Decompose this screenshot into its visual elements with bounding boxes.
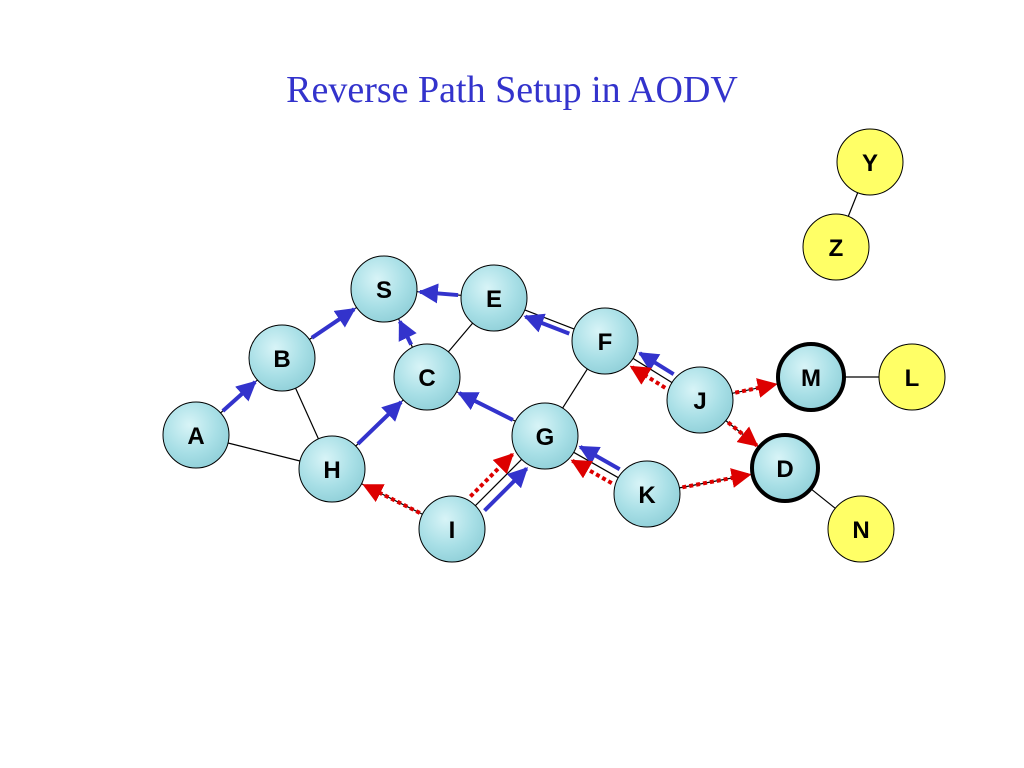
- node-a-circle: [162, 401, 230, 469]
- reverse-arrows-layer: [362, 365, 778, 515]
- node-b: B: [248, 324, 316, 392]
- node-h: H: [298, 435, 366, 503]
- forward-arrow-g-to-c: [457, 391, 514, 422]
- node-j-circle: [666, 366, 734, 434]
- node-k-label: K: [638, 482, 656, 509]
- link-e-c: [447, 322, 474, 353]
- link-b-h: [295, 387, 319, 440]
- node-b-label: B: [273, 346, 290, 373]
- node-i-circle: [418, 495, 486, 563]
- node-n-label: N: [852, 517, 869, 544]
- reverse-arrow-j-to-f: [629, 365, 667, 390]
- node-k-circle: [613, 460, 681, 528]
- node-c-circle: [393, 343, 461, 411]
- forward-arrow-i-to-g: [483, 467, 529, 513]
- node-g-circle: [511, 402, 579, 470]
- node-m-label: M: [801, 365, 821, 392]
- link-e-f: [524, 309, 575, 330]
- node-s: S: [350, 255, 418, 323]
- node-a: A: [162, 401, 230, 469]
- node-i: I: [418, 495, 486, 563]
- link-d-n: [810, 488, 836, 509]
- forward-arrow-b-to-s: [310, 307, 356, 340]
- node-g-label: G: [536, 424, 555, 451]
- forward-arrow-k-to-g: [578, 445, 621, 471]
- node-d: D: [750, 433, 820, 503]
- forward-arrow-j-to-f: [638, 351, 675, 376]
- reverse-arrow-k-to-g: [570, 459, 613, 485]
- forward-arrow-e-to-s: [417, 283, 459, 304]
- node-d-label: D: [776, 456, 793, 483]
- node-l-circle: [878, 343, 946, 411]
- node-i-label: I: [449, 517, 456, 544]
- node-y-circle: [836, 128, 904, 196]
- node-y-label: Y: [862, 150, 878, 177]
- node-j: J: [666, 366, 734, 434]
- nodes-layer: S E B C F A H G J I K M D L N Y Z: [162, 128, 946, 563]
- forward-arrow-h-to-c: [356, 400, 403, 446]
- forward-arrow-c-to-s: [398, 319, 417, 346]
- node-e-label: E: [486, 286, 502, 313]
- node-z: Z: [802, 213, 870, 281]
- node-h-label: H: [323, 457, 340, 484]
- reverse-arrow-i-to-h: [362, 483, 421, 515]
- node-d-circle: [750, 433, 820, 503]
- link-i-g: [474, 458, 523, 507]
- node-f-circle: [571, 307, 639, 375]
- node-g: G: [511, 402, 579, 470]
- node-f-label: F: [598, 329, 613, 356]
- slide-title: Reverse Path Setup in AODV: [286, 69, 738, 111]
- link-f-g: [562, 368, 588, 409]
- node-b-circle: [248, 324, 316, 392]
- link-y-z: [847, 192, 859, 217]
- node-z-label: Z: [829, 235, 844, 262]
- node-s-label: S: [376, 277, 392, 304]
- node-c: C: [393, 343, 461, 411]
- node-s-circle: [350, 255, 418, 323]
- link-a-h: [227, 442, 301, 462]
- node-k: K: [613, 460, 681, 528]
- node-n: N: [827, 495, 895, 563]
- node-l: L: [878, 343, 946, 411]
- node-n-circle: [827, 495, 895, 563]
- node-j-label: J: [693, 388, 706, 415]
- node-e-circle: [460, 264, 528, 332]
- node-z-circle: [802, 213, 870, 281]
- node-h-circle: [298, 435, 366, 503]
- node-e: E: [460, 264, 528, 332]
- node-c-label: C: [418, 365, 435, 392]
- reverse-arrow-j-to-d: [726, 420, 759, 448]
- node-a-label: A: [187, 423, 204, 450]
- node-m-circle: [776, 342, 846, 412]
- reverse-arrow-i-to-g: [468, 452, 514, 498]
- node-l-label: L: [905, 365, 920, 392]
- node-y: Y: [836, 128, 904, 196]
- forward-arrows-layer: [221, 283, 675, 513]
- forward-arrow-a-to-b: [221, 380, 257, 413]
- forward-arrow-f-to-e: [523, 313, 570, 336]
- node-f: F: [571, 307, 639, 375]
- reverse-arrow-k-to-d: [682, 468, 752, 490]
- node-m: M: [776, 342, 846, 412]
